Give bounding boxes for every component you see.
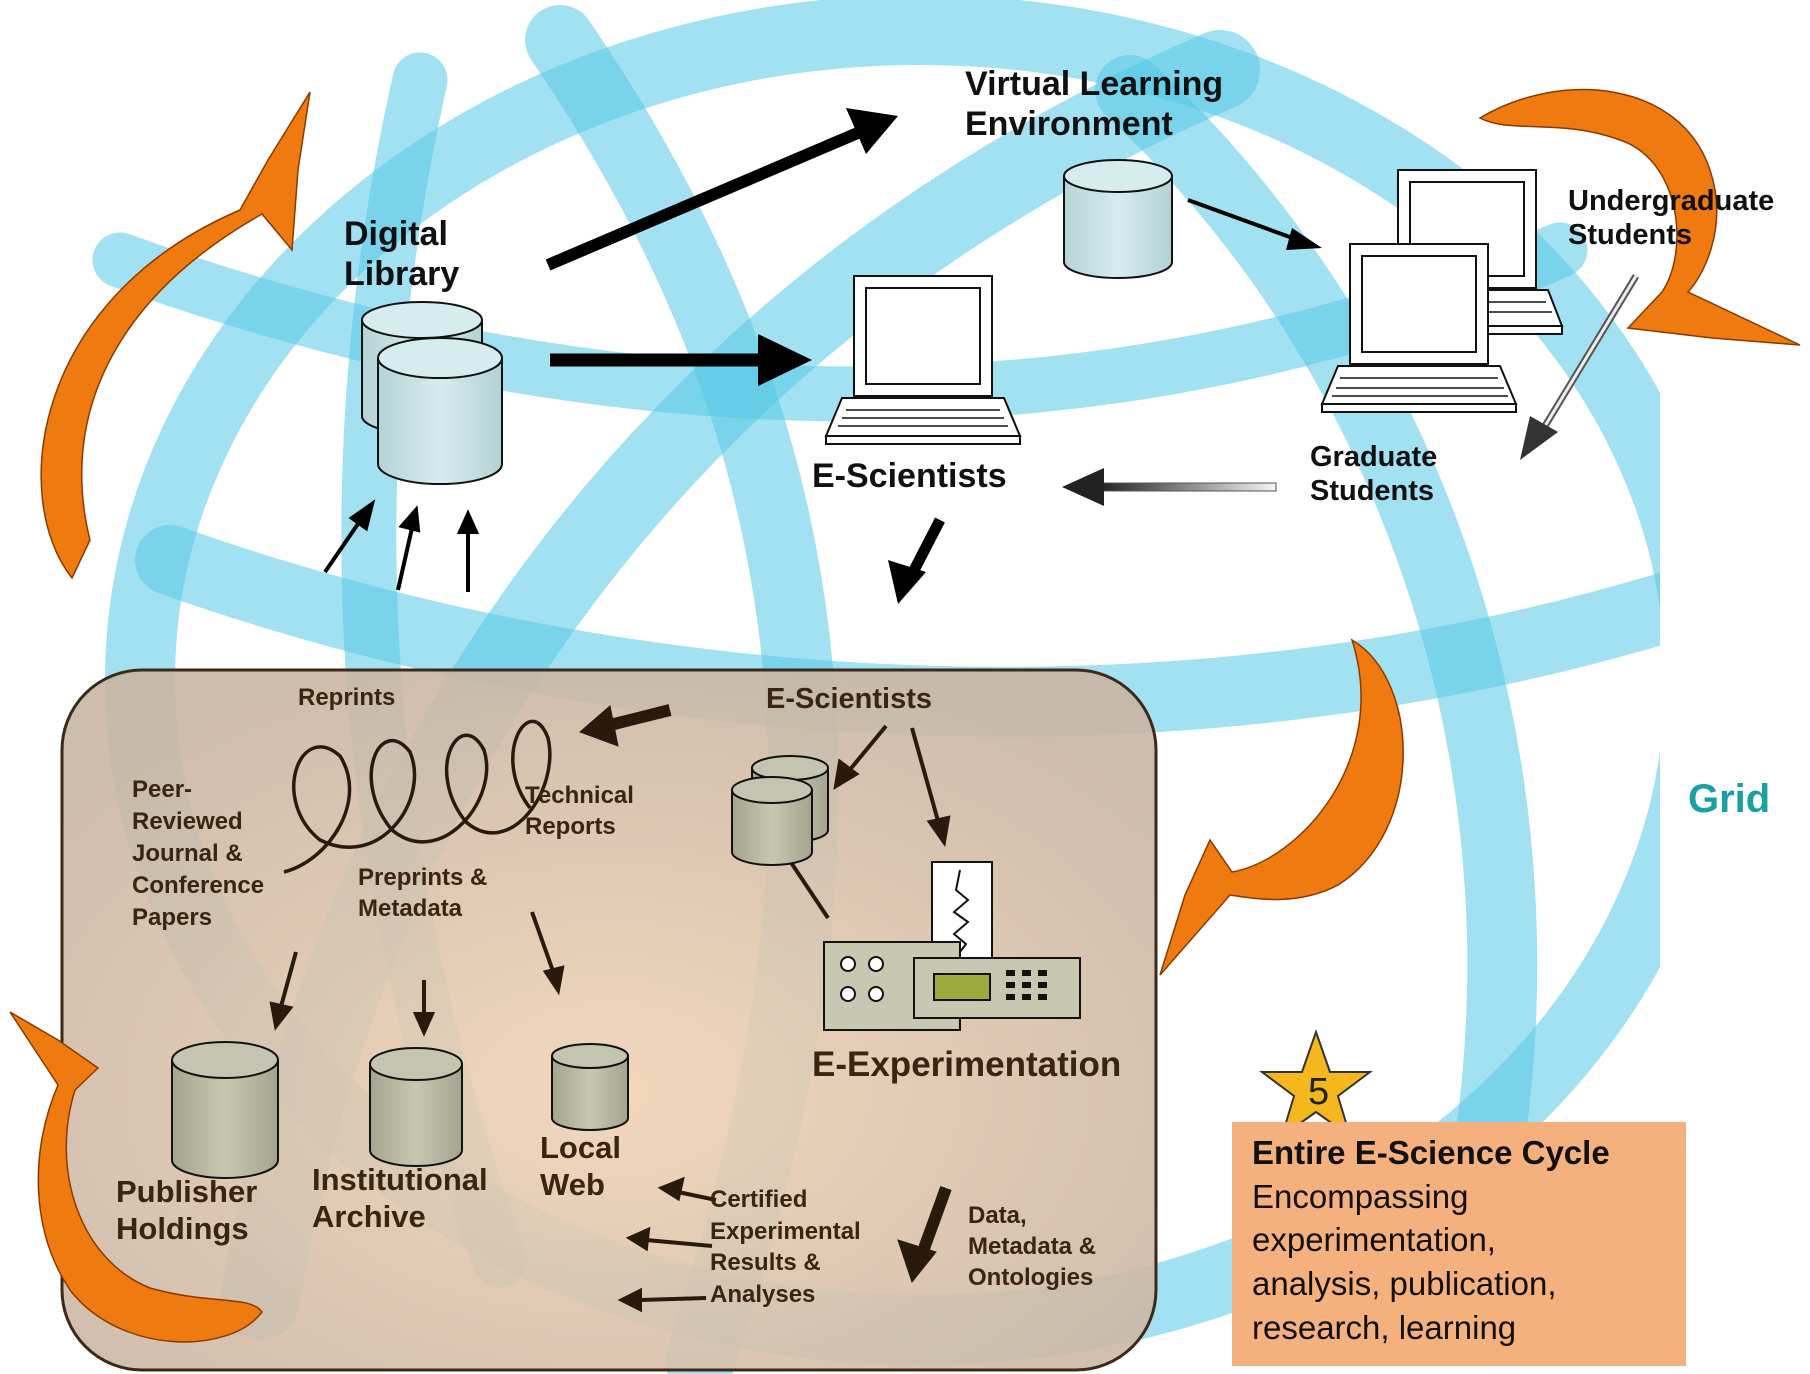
vle-label: Virtual Learning Environment — [965, 65, 1224, 144]
arrow-vle-to-students-icon — [1187, 198, 1322, 250]
local-web-label: Local Web — [540, 1130, 621, 1202]
local-web-database-icon — [551, 1043, 629, 1131]
arrow-panel-escientists-to-reprints-icon — [579, 704, 672, 747]
graduate-students-label: Graduate Students — [1310, 441, 1438, 508]
summary-body: Encompassing experimentation, analysis, … — [1252, 1177, 1557, 1346]
star-badge-icon — [1259, 1028, 1373, 1139]
arrow-to-archive-icon — [412, 980, 436, 1037]
technical-reports-label: Technical Reports — [525, 782, 634, 841]
arrow-grad-to-escientists-icon — [1062, 468, 1277, 506]
institutional-archive-database-icon — [369, 1047, 463, 1167]
arrows-certified-out-icon — [617, 1176, 717, 1313]
undergraduate-students-label: Undergraduate Students — [1568, 185, 1775, 252]
arrow-to-localweb-icon — [530, 911, 565, 996]
publisher-holdings-database-icon — [171, 1041, 279, 1179]
summary-title: Entire E-Science Cycle — [1252, 1134, 1610, 1171]
arrow-undergrad-to-grad-icon — [1520, 274, 1639, 460]
arrow-library-to-escientists-icon — [550, 334, 812, 386]
grid-label: Grid — [1688, 777, 1771, 821]
arrow-library-to-vle-icon — [545, 108, 898, 271]
preprints-metadata-label: Preprints & Metadata — [358, 864, 488, 923]
digital-library-label: Digital Library — [344, 215, 460, 294]
badge-number: 5 — [1308, 1071, 1330, 1113]
e-scientists-laptop-icon — [824, 275, 1022, 445]
arrow-escientists-to-instrument-icon — [910, 727, 951, 848]
arrow-escientists-down-icon — [888, 517, 945, 604]
e-experimentation-label: E-Experimentation — [812, 1045, 1122, 1084]
vle-database-icon — [1063, 159, 1173, 279]
cycle-arrow-right-mid-icon — [1159, 638, 1404, 976]
cycle-arrow-right-top-icon — [1478, 88, 1801, 346]
cycle-arrow-bottom-left-icon — [9, 1011, 263, 1343]
peer-reviewed-label: Peer- Reviewed Journal & Conference Pape… — [132, 776, 265, 931]
panel-e-scientists-label: E-Scientists — [766, 683, 932, 715]
reprints-label: Reprints — [298, 684, 396, 711]
reprints-coil-icon — [283, 719, 552, 874]
arrow-escientists-to-db-icon — [833, 724, 888, 790]
experiment-database-icon — [731, 755, 829, 866]
cycle-arrow-left-icon — [40, 91, 311, 580]
institutional-archive-label: Institutional Archive — [312, 1162, 488, 1234]
lab-instrument-icon — [823, 861, 1081, 1031]
certified-results-label: Certified Experimental Results & Analyse… — [710, 1186, 861, 1309]
digital-library-database-icon — [361, 301, 503, 485]
arrows-into-library-icon — [323, 499, 480, 592]
publisher-holdings-label: Publisher Holdings — [116, 1174, 258, 1246]
arrow-data-down-icon — [897, 1185, 952, 1284]
summary-box: Entire E-Science Cycle Encompassing expe… — [1232, 1122, 1686, 1366]
student-laptops-icon — [1320, 169, 1564, 413]
data-metadata-label: Data, Metadata & Ontologies — [968, 1202, 1097, 1292]
e-scientists-label: E-Scientists — [812, 457, 1007, 495]
arrow-to-publisher-icon — [269, 951, 298, 1031]
